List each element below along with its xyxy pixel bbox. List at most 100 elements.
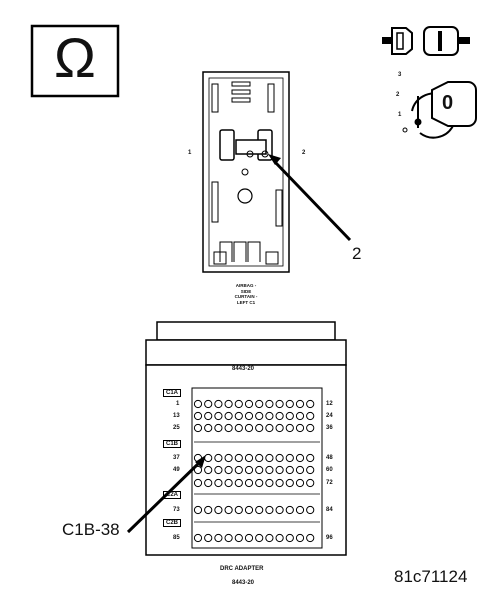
key-position-label: 0 [442, 92, 454, 114]
adapter-pin [193, 533, 203, 543]
adapter-pin [214, 453, 223, 463]
adapter-pin [285, 411, 294, 421]
row-number-right-24: 24 [326, 413, 333, 419]
adapter-pin [265, 465, 274, 475]
adapter-pin [295, 453, 305, 463]
adapter-pin [285, 423, 294, 433]
group-tag-c2b: C2B [163, 519, 182, 527]
adapter-pin [234, 453, 243, 463]
adapter-pin [265, 399, 274, 409]
adapter-pin [244, 478, 254, 488]
ignition-key-icon [402, 81, 477, 139]
adapter-pin [295, 505, 305, 515]
switch-position-1: 1 [398, 112, 402, 118]
adapter-pin [204, 411, 213, 421]
connector-side-label-left: 1 [188, 150, 192, 156]
adapter-pin [214, 505, 223, 515]
switch-position-3: 3 [398, 72, 402, 78]
group-tag-c1a: C1A [163, 389, 182, 397]
adapter-pin [306, 399, 315, 409]
adapter-pin [234, 411, 243, 421]
adapter-pin [265, 411, 274, 421]
adapter-pin [193, 411, 203, 421]
adapter-pin [295, 411, 305, 421]
adapter-pin [255, 411, 264, 421]
adapter-pin [275, 478, 284, 488]
adapter-pin [265, 423, 274, 433]
adapter-pin [265, 478, 274, 488]
adapter-pin [234, 478, 243, 488]
adapter-pin [285, 465, 294, 475]
adapter-pin [234, 423, 243, 433]
adapter-pin [224, 453, 233, 463]
adapter-pin [295, 478, 305, 488]
adapter-pin [244, 505, 254, 515]
adapter-pin [255, 399, 264, 409]
row-number-right-36: 36 [326, 425, 333, 431]
adapter-pin [224, 465, 233, 475]
group-tag-c2a: C2A [163, 491, 182, 499]
adapter-pin [193, 505, 203, 515]
adapter-pin [234, 399, 243, 409]
adapter-pin [265, 453, 274, 463]
adapter-pin [234, 505, 243, 515]
adapter-pin [255, 505, 264, 515]
adapter-pin [204, 478, 213, 488]
connector-name-line-2: SIDE [240, 288, 252, 294]
adapter-pin [295, 423, 305, 433]
connector-name-line-4: LEFT C1 [236, 299, 256, 305]
row-number-left-13: 13 [173, 413, 180, 419]
adapter-pin [306, 478, 315, 488]
adapter-pin [255, 453, 264, 463]
adapter-callout-label: C1B-38 [62, 520, 120, 539]
adapter-pin [214, 399, 223, 409]
adapter-pin [244, 423, 254, 433]
adapter-pin [285, 453, 294, 463]
adapter-pin [285, 399, 294, 409]
group-tag-c1b: C1B [163, 440, 182, 448]
row-number-left-85: 85 [173, 535, 180, 541]
disconnected-connector-icon [382, 26, 470, 56]
ohm-symbol: Ω [54, 26, 96, 89]
adapter-pin [214, 465, 223, 475]
adapter-pin [214, 423, 223, 433]
adapter-pin [306, 465, 315, 475]
row-number-left-1: 1 [176, 401, 180, 407]
adapter-pin [255, 533, 264, 543]
adapter-pin [265, 505, 274, 515]
adapter-pin [275, 533, 284, 543]
adapter-pin [214, 478, 223, 488]
connector-name: AIRBAG - SIDE CURTAIN - LEFT C1 [216, 283, 276, 305]
row-number-left-49: 49 [173, 467, 180, 473]
adapter-pin [204, 465, 213, 475]
adapter-pin [306, 505, 315, 515]
adapter-pin [234, 465, 243, 475]
adapter-pin [234, 533, 243, 543]
adapter-pin [275, 505, 284, 515]
adapter-pin [285, 505, 294, 515]
adapter-pin [275, 453, 284, 463]
row-number-right-12: 12 [326, 401, 333, 407]
ohm-meter-icon [30, 24, 120, 98]
adapter-pin [204, 399, 213, 409]
adapter-pin [295, 465, 305, 475]
row-number-right-60: 60 [326, 467, 333, 473]
adapter-pin [255, 423, 264, 433]
adapter-pin [255, 478, 264, 488]
row-number-right-84: 84 [326, 507, 333, 513]
adapter-pin [285, 533, 294, 543]
adapter-pin [224, 533, 233, 543]
row-number-left-25: 25 [173, 425, 180, 431]
row-number-right-96: 96 [326, 535, 333, 541]
adapter-pin [244, 465, 254, 475]
adapter-pin [214, 533, 223, 543]
adapter-pin [306, 453, 315, 463]
adapter-pin [275, 399, 284, 409]
row-number-right-48: 48 [326, 455, 333, 461]
adapter-name: DRC ADAPTER [220, 566, 264, 572]
row-number-left-73: 73 [173, 507, 180, 513]
adapter-pin [224, 478, 233, 488]
adapter-pin [275, 465, 284, 475]
adapter-pin [204, 505, 213, 515]
